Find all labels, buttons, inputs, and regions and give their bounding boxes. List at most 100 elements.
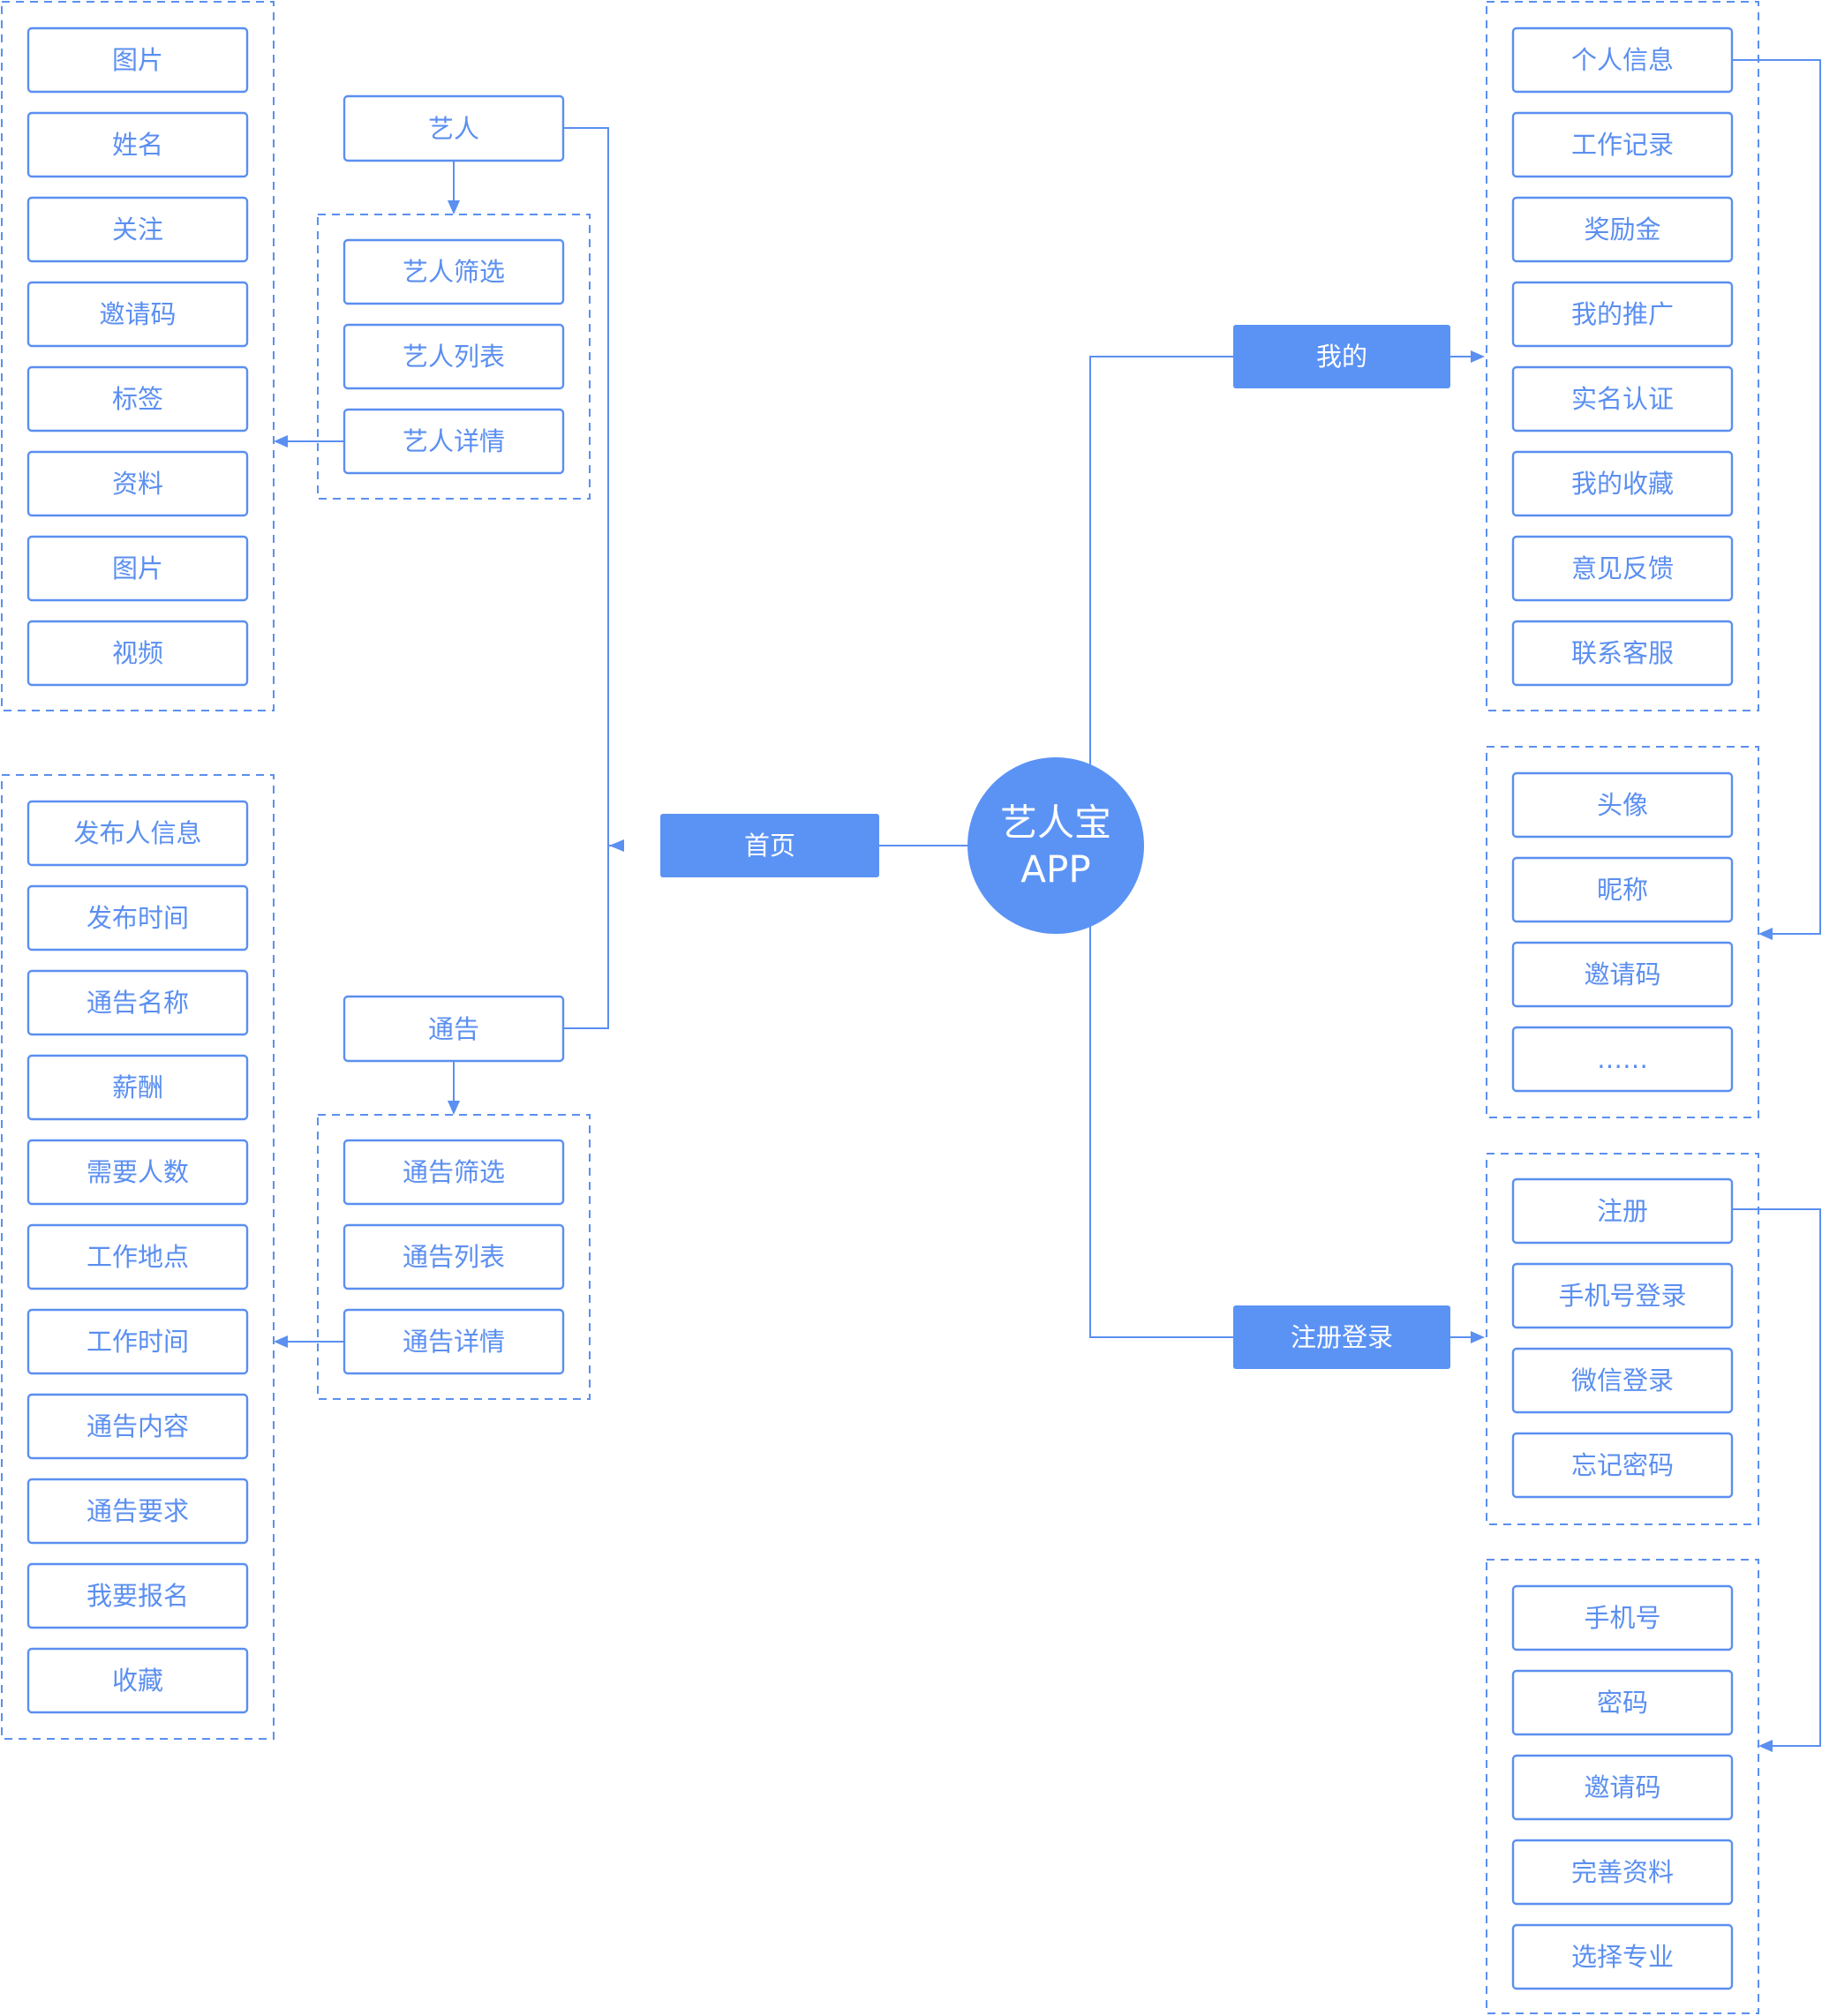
artist-detail-item[interactable]: 图片 (26, 535, 249, 602)
mine-item[interactable]: 个人信息 (1511, 26, 1734, 94)
mine-item[interactable]: 我的收藏 (1511, 450, 1734, 517)
notice-submenu-item[interactable]: 通告详情 (343, 1308, 565, 1375)
center-subtitle: APP (1020, 848, 1090, 891)
profile-field-item[interactable]: …… (1511, 1026, 1734, 1093)
notice-detail-item[interactable]: 收藏 (26, 1647, 249, 1714)
node-lists: 图片姓名关注邀请码标签资料图片视频艺人筛选艺人列表艺人详情发布人信息发布时间通告… (26, 26, 1734, 1990)
mine-item-label: 工作记录 (1571, 130, 1674, 160)
notice-detail-item[interactable]: 通告名称 (26, 969, 249, 1036)
notice-submenu-item[interactable]: 通告列表 (343, 1223, 565, 1290)
profile-field-item-label: 头像 (1597, 790, 1648, 820)
notice-detail-item-label: 需要人数 (87, 1157, 189, 1187)
mine-item-label: 个人信息 (1571, 45, 1674, 75)
mine-item[interactable]: 联系客服 (1511, 620, 1734, 687)
arrow-notice-detail (274, 1335, 288, 1348)
login-item-label: 微信登录 (1571, 1365, 1674, 1395)
notice-detail-item[interactable]: 我要报名 (26, 1562, 249, 1629)
login-item[interactable]: 手机号登录 (1511, 1262, 1734, 1329)
notice-detail-item-label: 我要报名 (87, 1581, 189, 1611)
notice-submenu-group (317, 1114, 591, 1400)
arrow-artist-detail (274, 435, 288, 448)
register-field-item-label: 密码 (1597, 1688, 1648, 1718)
artist-detail-item[interactable]: 标签 (26, 365, 249, 433)
home-node[interactable]: 首页 (660, 814, 879, 877)
artist-detail-item-label: 图片 (112, 553, 163, 583)
artist-submenu-item[interactable]: 艺人筛选 (343, 238, 565, 305)
arrow-profile-fields (1758, 928, 1773, 940)
notice-detail-item[interactable]: 发布时间 (26, 884, 249, 952)
notice-detail-item-label: 发布人信息 (73, 818, 201, 848)
notice-detail-item[interactable]: 工作时间 (26, 1308, 249, 1375)
artist-detail-item[interactable]: 姓名 (26, 111, 249, 178)
notice-detail-item[interactable]: 发布人信息 (26, 800, 249, 867)
arrow-mine-items (1471, 350, 1485, 363)
notice-detail-item-label: 发布时间 (87, 903, 189, 933)
artist-submenu-item-label: 艺人筛选 (403, 257, 505, 287)
register-field-item[interactable]: 选择专业 (1511, 1923, 1734, 1990)
mine-item[interactable]: 奖励金 (1511, 196, 1734, 263)
notice-detail-item[interactable]: 通告要求 (26, 1478, 249, 1545)
register-field-item[interactable]: 密码 (1511, 1669, 1734, 1736)
notice-detail-item[interactable]: 需要人数 (26, 1139, 249, 1206)
mine-item-label: 奖励金 (1584, 214, 1660, 244)
register-field-item[interactable]: 邀请码 (1511, 1754, 1734, 1821)
mine-item[interactable]: 实名认证 (1511, 365, 1734, 433)
artist-detail-item[interactable]: 资料 (26, 450, 249, 517)
notice-detail-item-label: 收藏 (112, 1666, 163, 1696)
profile-fields-group (1486, 746, 1759, 1118)
artist-node-label: 艺人 (428, 114, 479, 144)
profile-field-item[interactable]: 昵称 (1511, 856, 1734, 923)
notice-submenu-item-label: 通告列表 (403, 1242, 505, 1272)
notice-detail-item[interactable]: 通告内容 (26, 1393, 249, 1460)
notice-submenu-item-label: 通告详情 (403, 1327, 505, 1357)
login-item-label: 手机号登录 (1558, 1281, 1686, 1311)
artist-detail-item[interactable]: 邀请码 (26, 281, 249, 348)
artist-detail-item-label: 图片 (112, 45, 163, 75)
artist-submenu-item[interactable]: 艺人列表 (343, 323, 565, 390)
artist-detail-item[interactable]: 图片 (26, 26, 249, 94)
arrow-register-fields (1758, 1740, 1773, 1752)
mine-item-label: 我的收藏 (1571, 469, 1674, 499)
notice-node-label: 通告 (428, 1014, 479, 1044)
arrow-login-items (1471, 1331, 1485, 1343)
artist-node[interactable]: 艺人 (343, 94, 565, 162)
profile-field-item[interactable]: 头像 (1511, 771, 1734, 839)
profile-field-item[interactable]: 邀请码 (1511, 941, 1734, 1008)
artist-submenu-item[interactable]: 艺人详情 (343, 408, 565, 475)
artist-submenu-item-label: 艺人列表 (403, 342, 505, 372)
mine-item[interactable]: 意见反馈 (1511, 535, 1734, 602)
notice-detail-item-label: 通告名称 (87, 988, 189, 1018)
notice-submenu-item[interactable]: 通告筛选 (343, 1139, 565, 1206)
artist-detail-item-label: 关注 (112, 214, 163, 244)
register-fields-group (1486, 1559, 1759, 2014)
notice-submenu-item-label: 通告筛选 (403, 1157, 505, 1187)
mine-item[interactable]: 我的推广 (1511, 281, 1734, 348)
home-node-label: 首页 (744, 831, 795, 861)
notice-node[interactable]: 通告 (343, 995, 565, 1063)
center-title: 艺人宝 (1000, 801, 1111, 845)
mine-node-label: 我的 (1316, 342, 1367, 372)
register-field-item[interactable]: 完善资料 (1511, 1839, 1734, 1906)
arrow-notice-submenu (448, 1101, 460, 1115)
login-item[interactable]: 微信登录 (1511, 1347, 1734, 1414)
notice-detail-item[interactable]: 工作地点 (26, 1223, 249, 1290)
register-field-item[interactable]: 手机号 (1511, 1584, 1734, 1651)
register-login-node[interactable]: 注册登录 (1233, 1305, 1450, 1369)
artist-detail-item-label: 视频 (112, 638, 163, 668)
notice-detail-item[interactable]: 薪酬 (26, 1054, 249, 1121)
mine-item-label: 意见反馈 (1571, 553, 1674, 583)
mine-item[interactable]: 工作记录 (1511, 111, 1734, 178)
arrow-artist-submenu (448, 200, 460, 214)
artist-detail-item[interactable]: 关注 (26, 196, 249, 263)
login-item[interactable]: 忘记密码 (1511, 1432, 1734, 1499)
mine-items-group (1486, 1, 1759, 711)
mine-node[interactable]: 我的 (1233, 325, 1450, 388)
notice-detail-item-label: 薪酬 (112, 1072, 163, 1102)
register-field-item-label: 邀请码 (1584, 1772, 1660, 1802)
center-hub[interactable]: 艺人宝 APP (967, 757, 1144, 934)
artist-detail-item[interactable]: 视频 (26, 620, 249, 687)
login-item[interactable]: 注册 (1511, 1177, 1734, 1245)
notice-detail-item-label: 通告要求 (87, 1496, 189, 1526)
artist-submenu-group (317, 214, 591, 500)
